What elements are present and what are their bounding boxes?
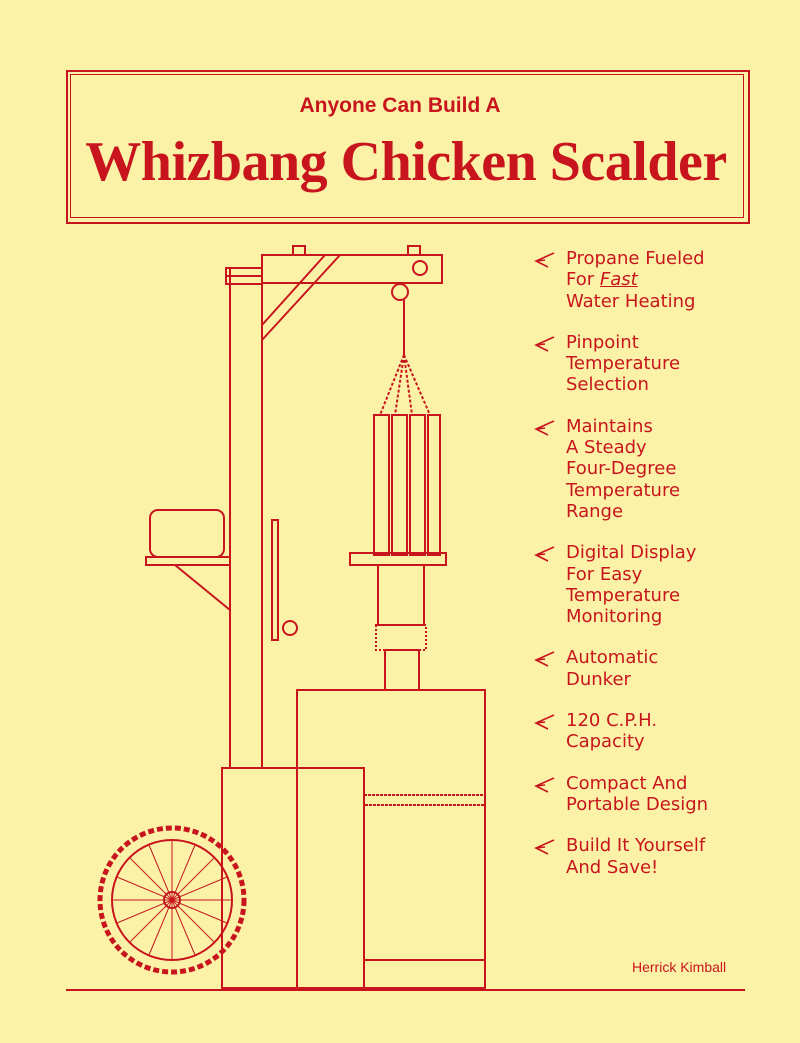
feature-line: Propane Fueled — [566, 248, 705, 269]
arrow-check-icon — [534, 714, 555, 730]
feature-item: Propane Fueled For Fast Water Heating — [534, 248, 708, 312]
controller — [149, 509, 225, 558]
arrow-check-icon — [534, 839, 555, 855]
tank — [296, 689, 486, 989]
feature-list: Propane Fueled For Fast Water Heating Pi… — [534, 248, 708, 898]
feature-line: A Steady — [566, 437, 647, 459]
feature-line: Capacity — [566, 731, 645, 753]
feature-line: Build It Yourself — [566, 835, 706, 857]
feature-line: Dunker — [566, 668, 631, 690]
feature-line: Portable Design — [566, 793, 709, 815]
feature-line: Pinpoint — [566, 331, 639, 353]
feature-line: Automatic — [566, 647, 659, 669]
feature-line: 120 C.P.H. — [566, 710, 658, 732]
feature-emphasis: Fast — [599, 269, 638, 291]
feature-line: Temperature — [566, 584, 681, 606]
arrow-check-icon — [534, 336, 555, 352]
feature-line: For Fast — [566, 269, 708, 290]
feature-line: Temperature — [566, 353, 681, 375]
brace — [261, 254, 341, 341]
feature-line: Compact And — [566, 772, 688, 794]
arrow-check-icon — [534, 776, 555, 793]
feature-line: For Easy — [566, 563, 643, 585]
base-box — [221, 767, 365, 989]
feature-line: Temperature — [566, 479, 681, 501]
feature-line: Selection — [566, 374, 649, 396]
pulley — [391, 283, 409, 301]
feature-line: And Save! — [566, 856, 659, 878]
author-name: Herrick Kimball — [632, 959, 727, 975]
feature-item: 120 C.P.H.Capacity — [534, 710, 708, 753]
arrow-check-icon — [534, 252, 555, 268]
subtitle: Anyone Can Build A — [299, 94, 501, 117]
feature-line: Monitoring — [566, 606, 663, 628]
title-frame-outer — [66, 70, 750, 224]
chain — [379, 354, 431, 416]
post — [229, 267, 263, 769]
shelf — [145, 556, 231, 566]
book-title: Whizbang Chicken Scalder — [85, 131, 727, 193]
arrow-check-icon — [534, 546, 555, 562]
feature-line: Water Heating — [566, 290, 696, 312]
beam — [261, 254, 443, 284]
wheel — [97, 825, 247, 975]
feature-line: Range — [566, 500, 624, 522]
feature-line: Maintains — [566, 415, 653, 437]
title-frame-inner — [70, 74, 744, 218]
arrow-check-icon — [534, 651, 555, 668]
arrow-check-icon — [534, 420, 555, 436]
feature-text: For — [566, 269, 600, 291]
feature-line: Digital Display — [566, 542, 697, 564]
feature-line: Four-Degree — [566, 458, 677, 480]
